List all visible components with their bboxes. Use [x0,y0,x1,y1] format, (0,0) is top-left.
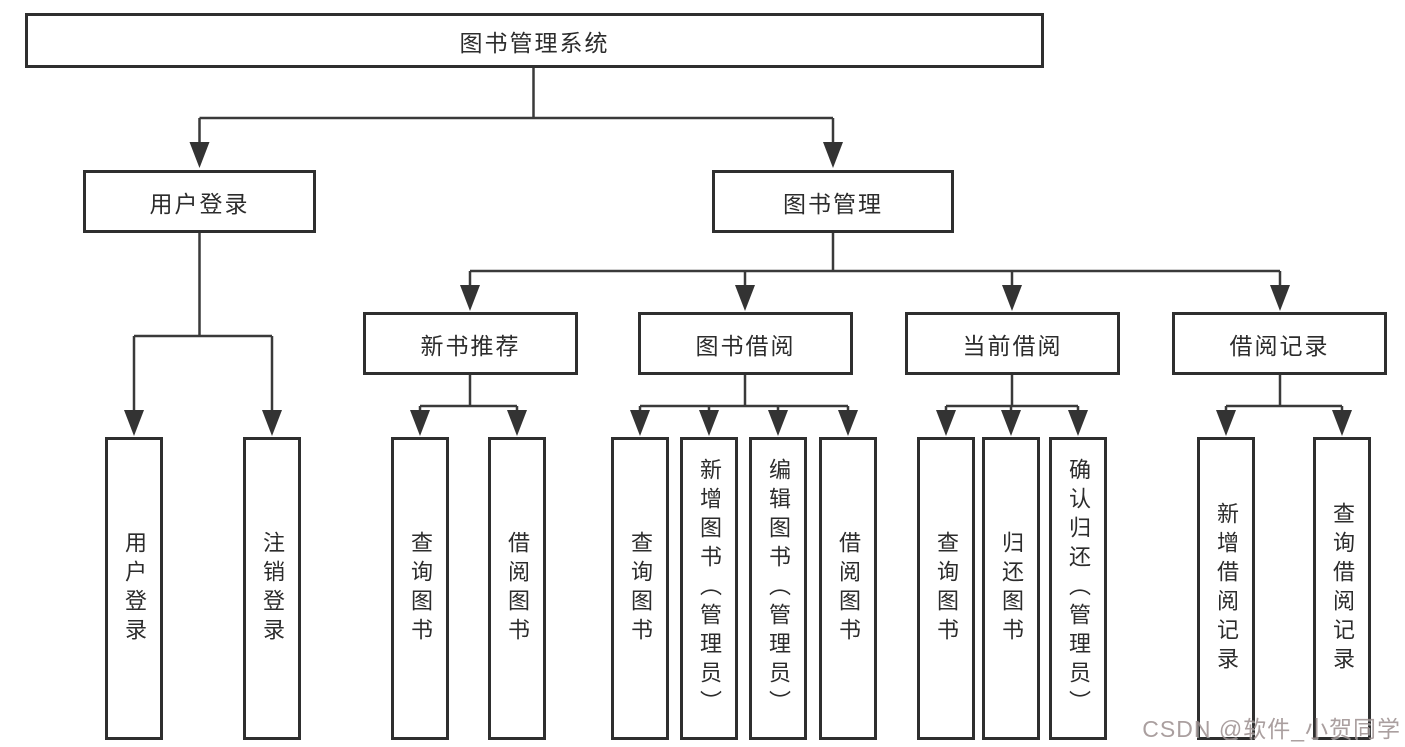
node-current-borrow: 当前借阅 [905,312,1120,375]
arrow-down-icon [1001,410,1021,436]
arrow-down-icon [262,410,282,436]
arrow-down-icon [699,410,719,436]
leaf-label: 编辑图书（管理员） [766,458,791,719]
leaf-add-borrow-record: 新增借阅记录 [1197,437,1255,740]
arrow-down-icon [1216,410,1236,436]
leaf-edit-books-admin: 编辑图书（管理员） [749,437,807,740]
leaf-label: 用户登录 [122,530,147,647]
watermark: CSDN @软件_小贺同学 [1142,716,1401,742]
arrow-down-icon [735,285,755,311]
leaf-query-borrow-record: 查询借阅记录 [1313,437,1371,740]
leaf-add-books-admin: 新增图书（管理员） [680,437,738,740]
leaf-logout: 注销登录 [243,437,301,740]
leaf-query-books: 查询图书 [917,437,975,740]
leaf-label: 查询借阅记录 [1330,501,1355,676]
arrow-down-icon [838,410,858,436]
arrow-down-icon [1068,410,1088,436]
leaf-confirm-return-admin: 确认归还（管理员） [1049,437,1107,740]
node-book-mgmt: 图书管理 [712,170,954,233]
connector-current-borrow [936,375,1088,436]
leaf-label: 查询图书 [628,530,653,647]
leaf-query-books: 查询图书 [611,437,669,740]
connector-book-mgmt [460,233,1290,311]
connector-book-borrow [630,375,858,436]
arrow-down-icon [823,142,843,168]
leaf-user-login: 用户登录 [105,437,163,740]
node-root: 图书管理系统 [25,13,1044,68]
arrow-down-icon [936,410,956,436]
leaf-label: 归还图书 [999,530,1024,647]
arrow-down-icon [460,285,480,311]
arrow-down-icon [1270,285,1290,311]
leaf-query-books: 查询图书 [391,437,449,740]
arrow-down-icon [630,410,650,436]
leaf-label: 注销登录 [260,530,285,647]
arrow-down-icon [189,142,210,168]
leaf-label: 确认归还（管理员） [1066,458,1091,719]
leaf-label: 借阅图书 [836,530,861,647]
node-user-login: 用户登录 [83,170,316,233]
node-new-book-recommend: 新书推荐 [363,312,578,375]
arrow-down-icon [1332,410,1352,436]
arrow-down-icon [1002,285,1022,311]
leaf-label: 新增图书（管理员） [697,458,722,719]
connector-root [189,68,843,168]
arrow-down-icon [768,410,788,436]
arrow-down-icon [410,410,430,436]
leaf-borrow-books: 借阅图书 [819,437,877,740]
leaf-label: 查询图书 [934,530,959,647]
connector-user-login [124,233,282,436]
arrow-down-icon [507,410,527,436]
node-book-borrow: 图书借阅 [638,312,853,375]
node-borrow-records: 借阅记录 [1172,312,1387,375]
connector-borrow-records [1216,375,1352,436]
arrow-down-icon [124,410,144,436]
leaf-label: 借阅图书 [505,530,530,647]
leaf-return-books: 归还图书 [982,437,1040,740]
leaf-label: 查询图书 [408,530,433,647]
connector-new-book-recommend [410,375,527,436]
leaf-borrow-books: 借阅图书 [488,437,546,740]
leaf-label: 新增借阅记录 [1214,501,1239,676]
